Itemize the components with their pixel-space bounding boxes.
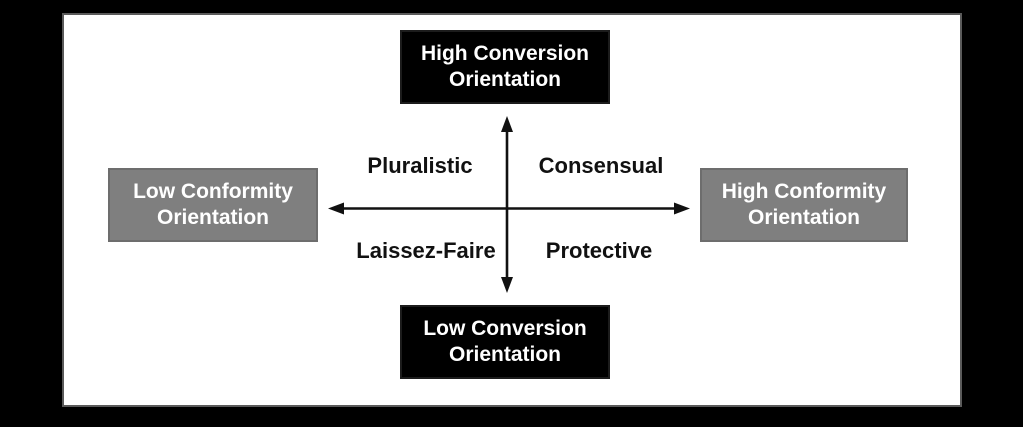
axis-end-label-high-conversion: High Conversion Orientation [420, 42, 589, 91]
axis-end-box-low-conversion: Low Conversion Orientation [400, 305, 610, 379]
quadrant-label-protective: Protective [545, 238, 653, 263]
axis-end-box-low-conformity: Low Conformity Orientation [108, 168, 318, 242]
axis-end-label-low-conversion: Low Conversion Orientation [423, 317, 587, 366]
axis-end-label-low-conformity: Low Conformity Orientation [133, 180, 293, 229]
axis-end-box-high-conversion: High Conversion Orientation [400, 30, 610, 104]
quadrant-label-consensual: Consensual [538, 153, 664, 178]
axis-end-label-high-conformity: High Conformity Orientation [721, 180, 887, 229]
axis-end-box-high-conformity: High Conformity Orientation [700, 168, 908, 242]
quadrant-label-pluralistic: Pluralistic [367, 153, 473, 178]
quadrant-label-laissez-faire: Laissez-Faire [356, 238, 496, 263]
